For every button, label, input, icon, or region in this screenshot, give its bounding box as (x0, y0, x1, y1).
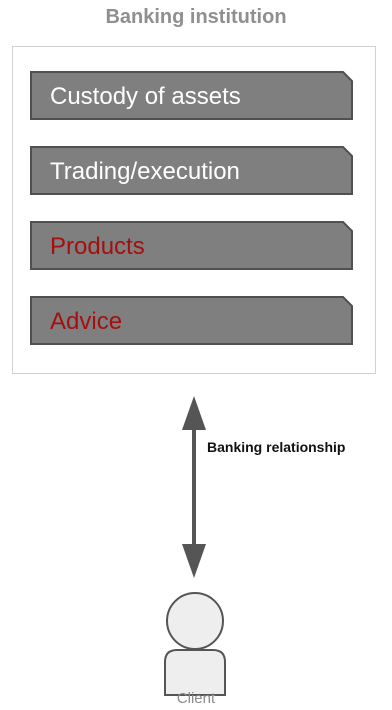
service-blocks: Custody of assets Trading/execution Prod… (30, 71, 353, 371)
service-block-custody: Custody of assets (30, 71, 353, 120)
client-person-icon (164, 592, 226, 696)
service-label: Custody of assets (50, 83, 241, 110)
service-label: Advice (50, 308, 123, 335)
relationship-label: Banking relationship (207, 439, 346, 455)
block-shape (30, 221, 353, 270)
service-block-trading: Trading/execution (30, 146, 353, 195)
block-shape (30, 296, 353, 345)
block-shape (30, 71, 353, 120)
client-label: Client (176, 690, 216, 707)
service-label: Trading/execution (50, 158, 240, 185)
block-shape (30, 146, 353, 195)
service-block-products: Products (30, 221, 353, 270)
double-arrow-icon (182, 396, 206, 578)
diagram-title: Banking institution (105, 6, 287, 28)
service-block-advice: Advice (30, 296, 353, 345)
banking-institution-container: Custody of assets Trading/execution Prod… (12, 46, 376, 374)
service-label: Products (50, 233, 145, 260)
